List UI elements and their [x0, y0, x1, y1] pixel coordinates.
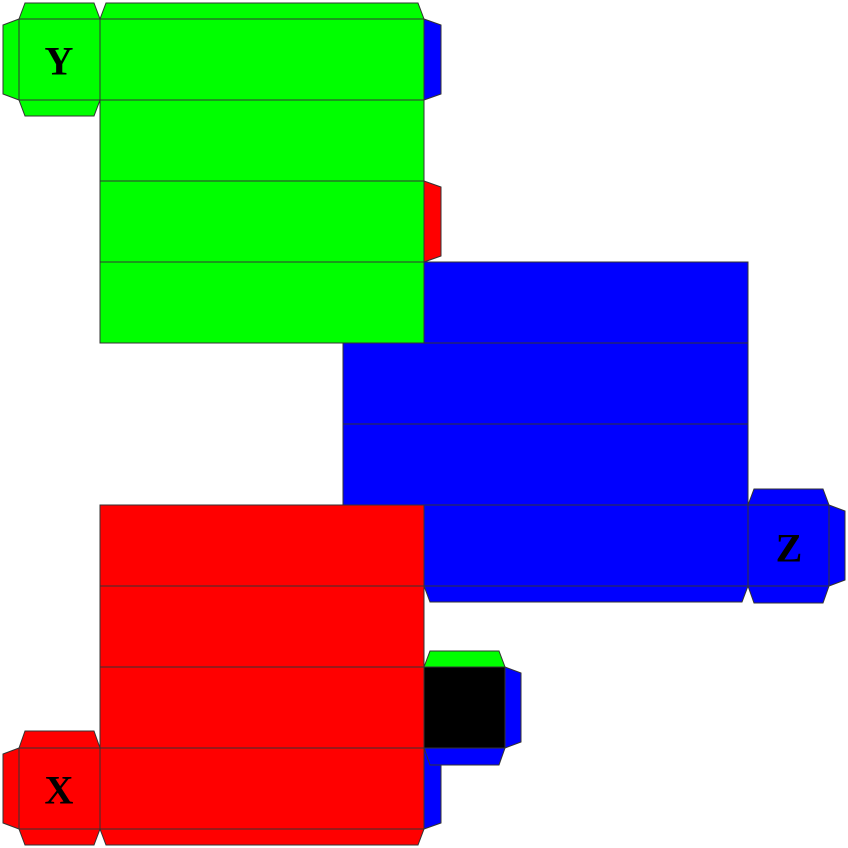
blue-strip: Z: [342, 261, 846, 604]
blue-z-top-tab: [747, 488, 830, 506]
green-y-left-tab: [2, 18, 20, 101]
red-x-top-tab: [18, 730, 101, 749]
green-y-top-tab: [18, 2, 101, 20]
red-face-2: [99, 585, 425, 668]
red-face-3: [99, 666, 425, 749]
green-face-4: [99, 261, 425, 344]
green-face-3: [99, 180, 425, 263]
red-face-1: [99, 504, 425, 587]
green-face-2: [99, 99, 425, 182]
blue-right-tab-on-black: [504, 666, 522, 749]
blue-tab-on-green: [423, 18, 442, 101]
label-y: Y: [45, 39, 74, 84]
blue-strip-bottom-tab: [423, 585, 749, 603]
blue-z-end-face: [747, 504, 830, 587]
red-x-bottom-tab: [18, 828, 101, 846]
label-z: Z: [776, 526, 803, 571]
black-square-piece: [423, 650, 522, 766]
green-strip-top-tab: [99, 2, 425, 20]
blue-bottom-tab-on-black: [423, 747, 506, 766]
red-strip: X: [2, 504, 442, 846]
green-y-end-face: [18, 18, 101, 101]
green-strip: Y: [2, 2, 442, 344]
blue-face-2: [342, 342, 749, 425]
label-x: X: [45, 768, 74, 813]
red-x-left-tab: [2, 747, 20, 830]
blue-z-right-tab: [828, 504, 846, 587]
blue-z-bottom-tab: [747, 585, 830, 604]
green-y-bottom-tab: [18, 99, 101, 117]
blue-face-4: [423, 504, 749, 587]
green-face-1: [99, 18, 425, 101]
green-tab-on-black: [423, 650, 506, 668]
red-x-end-face: [18, 747, 101, 830]
blue-face-1: [423, 261, 749, 344]
red-face-4: [99, 747, 425, 830]
blue-face-3: [342, 423, 749, 506]
black-face: [423, 666, 506, 749]
red-tab-on-green: [423, 180, 442, 263]
red-strip-bottom-tab: [99, 828, 425, 846]
